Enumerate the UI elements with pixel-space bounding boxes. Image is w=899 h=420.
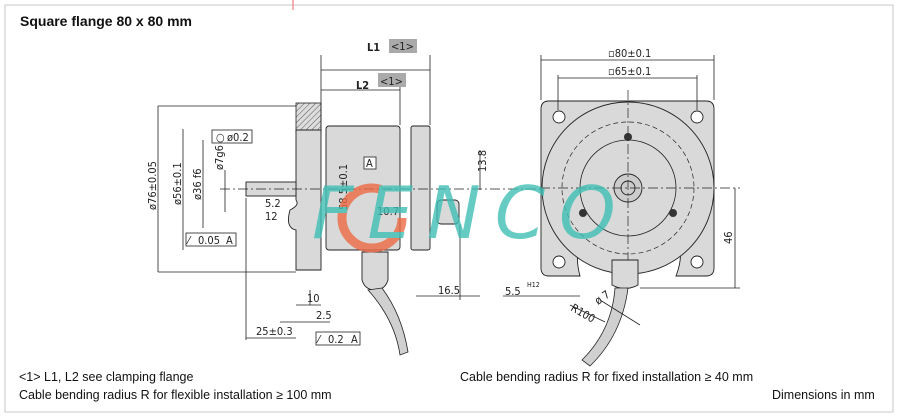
watermark-logo: FENCO [312,171,630,255]
screws [579,133,677,217]
clamping-flange-hatch [295,102,322,134]
side-view: L1 <1> L2 <1> ø76±0.05 ø56±0.1 ø36 f6 ø7… [146,39,560,356]
dim-dia76: ø76±0.05 [146,161,159,210]
note-units: Dimensions in mm [772,388,875,402]
dim-R100: R100 [569,301,598,325]
frame [4,4,894,413]
ref-box [389,39,417,53]
dim-16-5: 16.5 [438,284,460,297]
dim-L1: L1 [367,41,380,54]
cable-gland [611,259,639,289]
dim-12: 12 [265,210,278,223]
dim-dia56: ø56±0.1 [171,162,184,205]
face-runout-frame [315,331,361,346]
tol-runout-shaft: 0.05 [198,234,220,247]
ref-L1: <1> [391,40,414,53]
dim-13-8: 13.8 [476,150,489,172]
ref-box [378,73,406,87]
runout-icon: ⁄ [316,333,322,346]
cable [581,287,629,367]
dim-dia36: ø36 f6 [191,168,204,200]
flange [288,129,322,271]
ref-L2: <1> [380,75,403,88]
concentricity-icon: ○ [216,131,225,144]
dim-10-7: 10.7 [377,205,399,218]
dim-5-2: 5.2 [265,197,281,210]
dim-cable-dia: ø 7 [592,288,612,308]
mounting-holes [552,110,704,269]
cable-gland [361,251,389,291]
runout-icon: ⁄ [186,234,192,247]
dim-L2: L2 [356,79,369,92]
rear-cover [410,125,431,251]
datum-A: A [366,157,373,170]
dim-46: 46 [722,231,735,244]
note-clamping-flange: <1> L1, L2 see clamping flange [19,370,194,384]
dim-dia7: ø7g6 [213,145,226,170]
note-fixed-radius: Cable bending radius R for fixed install… [460,370,754,384]
watermark-swirl [337,183,407,253]
cable [367,287,409,356]
datum-ref: A [351,333,358,346]
concentricity-frame [211,129,253,144]
dim-2-5: 2.5 [316,309,332,322]
dim-10: 10 [307,292,320,305]
datum-ref: A [226,234,233,247]
tol-H12: H12 [527,281,540,289]
dim-25: 25±0.3 [256,325,293,338]
rear-cable-gland [436,199,460,225]
dim-5-5: 5.5 [505,285,521,298]
dim-80: ▫80±0.1 [608,47,651,60]
runout-frame [185,232,237,247]
page-title: Square flange 80 x 80 mm [20,13,192,29]
tol-concentricity: ø0.2 [227,131,249,144]
dim-65: ▫65±0.1 [608,65,651,78]
note-flexible-radius: Cable bending radius R for flexible inst… [19,388,332,402]
watermark-text: FENCO [312,171,630,255]
tol-runout-face: 0.2 [328,333,344,346]
